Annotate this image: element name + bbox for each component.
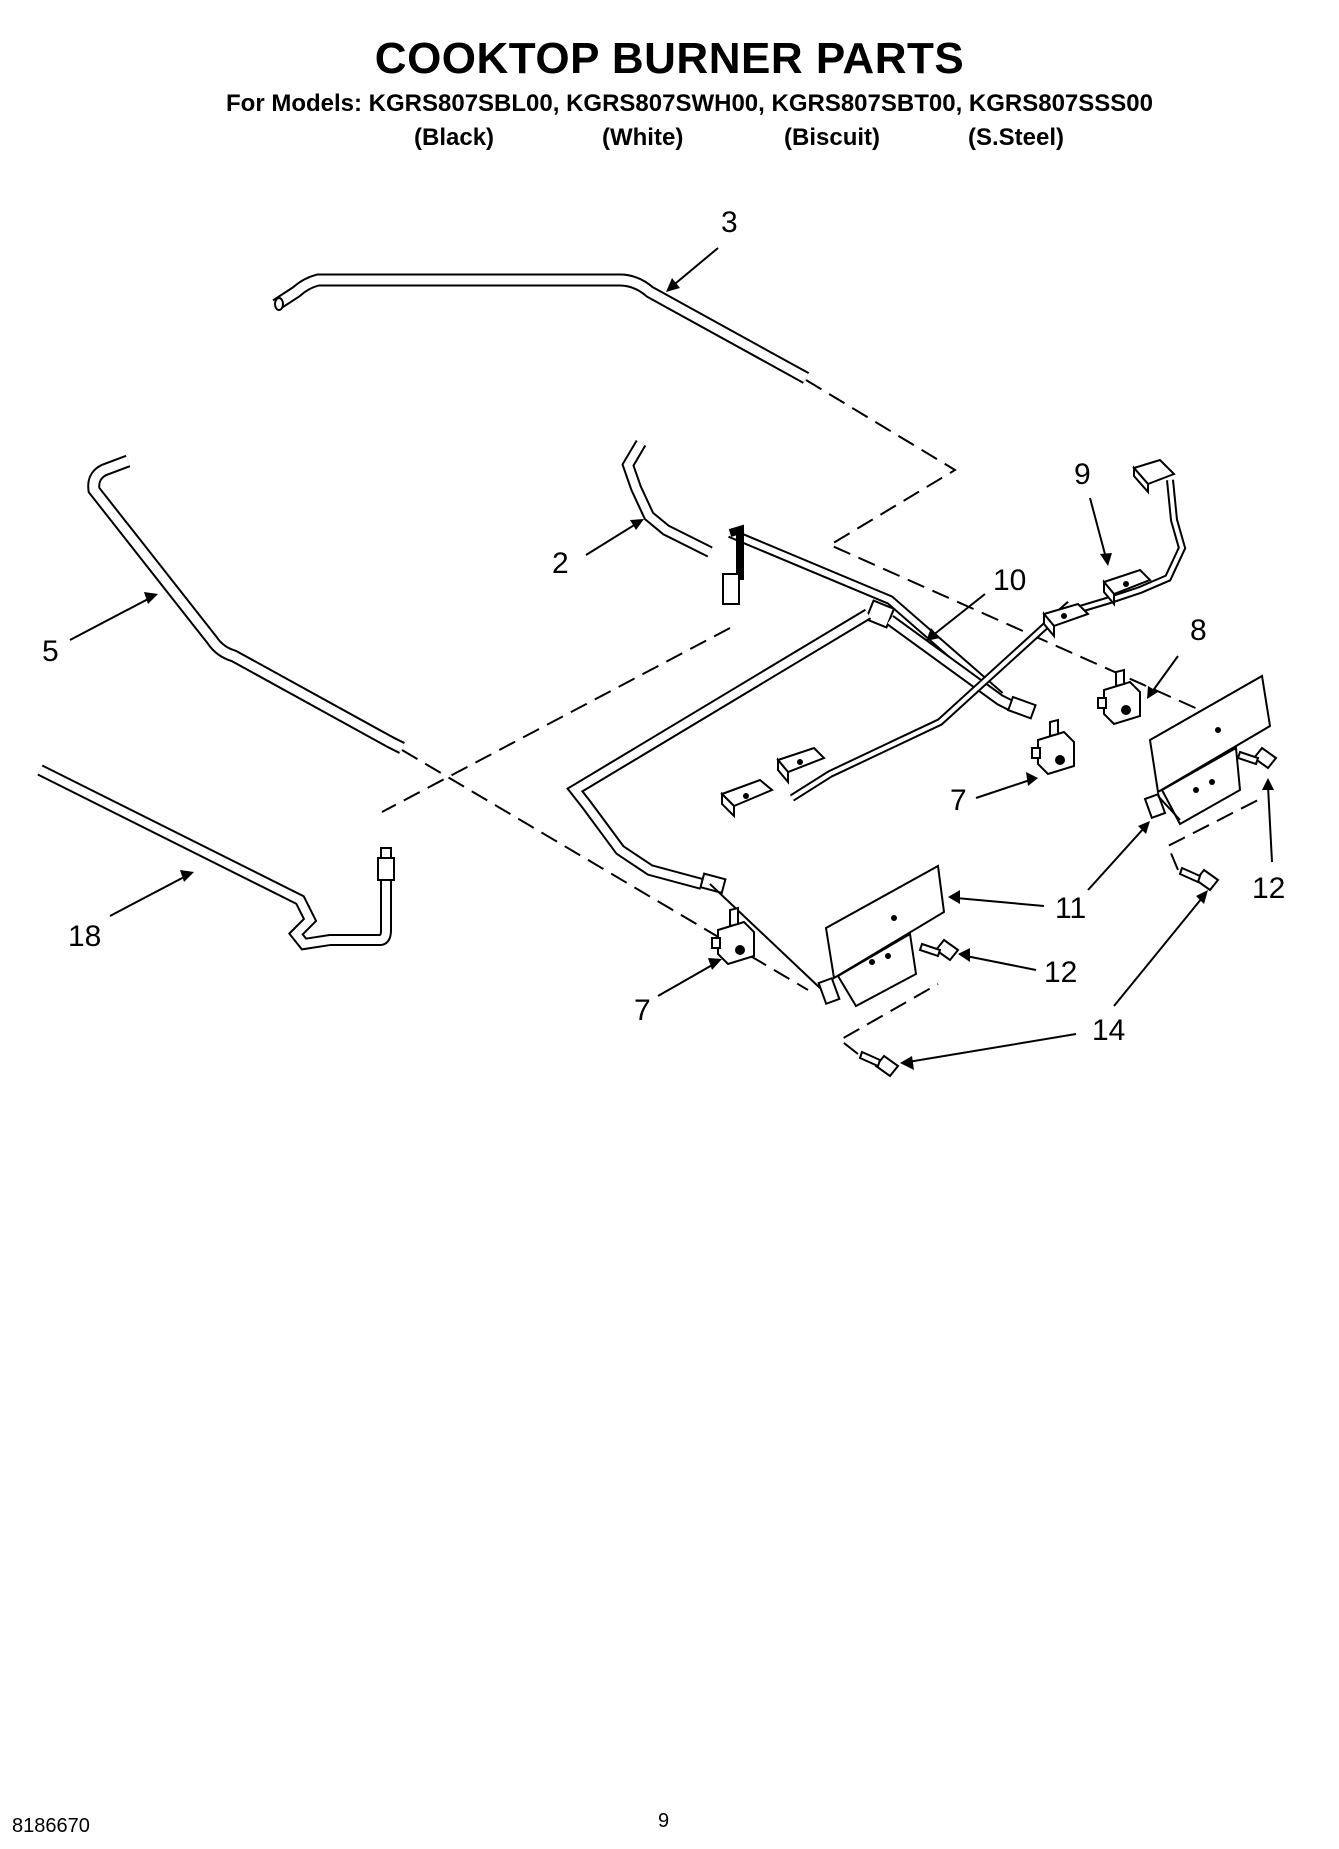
callout-5: 5 <box>42 635 59 668</box>
part-9-arrow <box>1089 497 1107 559</box>
part-2-tube <box>621 439 1037 720</box>
callout-8: 8 <box>1190 614 1207 647</box>
callout-2: 2 <box>552 547 569 580</box>
callout-7-lower: 7 <box>634 994 651 1027</box>
part-11-bracket-upper <box>1143 674 1272 826</box>
part-7-valve-upper <box>1031 718 1075 776</box>
part-12-screw-lower <box>918 938 960 962</box>
models-line: For Models: KGRS807SBL00, KGRS807SWH00, … <box>226 90 1153 117</box>
callout-12-lower: 12 <box>1044 956 1077 989</box>
part-3-arrow <box>669 247 719 289</box>
harness-connector <box>1132 458 1176 495</box>
part-3-leader-dashed <box>805 379 1201 711</box>
harness-switch-4 <box>1102 568 1152 607</box>
part-7-valve-lower <box>711 906 755 966</box>
part-8-valve <box>1097 668 1141 726</box>
page-number: 9 <box>658 1810 670 1832</box>
part-12-lower-arrow <box>965 955 1037 971</box>
part-3-tube <box>272 273 810 384</box>
callout-7-upper: 7 <box>950 784 967 817</box>
part-11-bracket-lower <box>817 864 946 1008</box>
part-18-arrow <box>109 875 187 917</box>
part-10-wire-harness <box>720 458 1187 819</box>
part-5-tube <box>87 454 405 754</box>
callout-11: 11 <box>1055 892 1086 925</box>
variant-biscuit: (Biscuit) <box>784 124 880 151</box>
callout-3: 3 <box>721 206 738 239</box>
page-title: COOKTOP BURNER PARTS <box>374 34 965 83</box>
part-18-tube <box>37 764 395 951</box>
part-18-leader-dashed <box>381 627 731 813</box>
harness-switch-3 <box>1042 602 1090 639</box>
variant-black: (Black) <box>414 124 495 151</box>
part-14-lower-arrow <box>907 1033 1077 1063</box>
part-12-upper-arrow <box>1267 785 1273 863</box>
variant-white: (White) <box>602 124 684 151</box>
part-14-upper-arrow <box>1113 897 1203 1007</box>
callout-12-upper: 12 <box>1252 872 1285 905</box>
part-7-upper-arrow <box>975 779 1031 799</box>
callout-9: 9 <box>1074 458 1091 491</box>
part-5-arrow <box>69 597 151 641</box>
part-11-lower-arrow <box>955 897 1045 907</box>
main-manifold-tube <box>566 608 872 895</box>
part-11-upper-arrow <box>1087 827 1145 891</box>
document-number: 8186670 <box>12 1815 90 1837</box>
callout-18: 18 <box>68 920 101 953</box>
part-8-arrow <box>1151 655 1179 693</box>
callout-10: 10 <box>993 564 1026 597</box>
part-2-arrow <box>585 523 637 556</box>
harness-switch-2 <box>776 746 826 785</box>
callout-14: 14 <box>1092 1014 1125 1047</box>
part-12-screw-upper <box>1236 746 1278 770</box>
harness-switch-1 <box>720 778 774 819</box>
part-10-arrow <box>931 593 986 637</box>
part-14-screw-lower <box>858 1050 900 1078</box>
variant-steel: (S.Steel) <box>968 124 1065 151</box>
part-14-screw-upper <box>1178 866 1220 892</box>
part-7-lower-arrow <box>657 963 715 997</box>
